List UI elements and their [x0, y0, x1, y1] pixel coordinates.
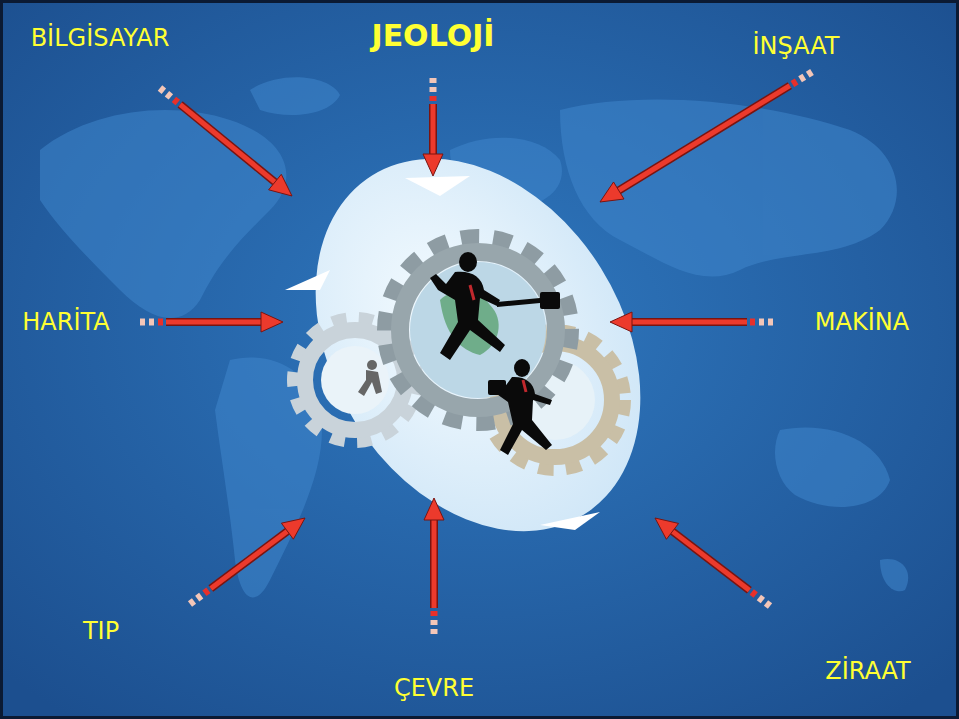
arrow-tail — [431, 629, 438, 634]
arrow-shaft — [180, 104, 275, 182]
field-label: ÇEVRE — [394, 675, 474, 701]
arrow-head — [269, 174, 292, 196]
arrow-tail — [174, 99, 178, 102]
arrow-tail — [752, 592, 756, 595]
arrow-tail — [768, 319, 773, 326]
arrows — [140, 72, 812, 634]
field-label-main: JEOLOJİ — [371, 19, 494, 52]
arrow-shaft — [166, 318, 261, 326]
arrow-tail — [190, 601, 194, 604]
arrow-head — [261, 312, 283, 332]
field-label: İNŞAAT — [752, 33, 839, 59]
arrow-head — [655, 518, 679, 539]
field-label: BİLGİSAYAR — [31, 25, 170, 51]
arrow-shaft — [211, 531, 288, 588]
arrow-tail — [792, 81, 796, 84]
arrow-tail — [158, 319, 163, 326]
arrow-shaft — [619, 86, 790, 191]
center-illustration — [249, 99, 707, 592]
arrow-shaft — [429, 104, 437, 154]
arrow-tail — [140, 319, 145, 326]
arrow-head — [424, 498, 444, 520]
arrow-tail — [430, 78, 437, 83]
background — [3, 3, 956, 716]
arrow-head — [281, 518, 305, 539]
arrow-shaft — [672, 531, 749, 590]
arrow-tail — [204, 590, 208, 593]
arrow-tail — [430, 96, 437, 101]
arrow-head — [423, 154, 443, 176]
field-label: HARİTA — [22, 309, 109, 335]
arrow-tail — [800, 77, 804, 80]
arrow-head — [600, 182, 624, 202]
arrow-tail — [431, 611, 438, 616]
arrow-tail — [149, 319, 154, 326]
arrow-shaft — [632, 318, 747, 326]
arrow-tail — [197, 596, 201, 599]
arrow-head — [610, 312, 632, 332]
arrow-shaft — [619, 86, 790, 191]
arrow-tail — [766, 603, 770, 606]
arrow-shaft — [632, 320, 747, 325]
field-label: TIP — [83, 618, 119, 644]
arrow-shaft — [432, 520, 437, 608]
arrow-shaft — [430, 520, 438, 608]
arrow-tail — [759, 319, 764, 326]
arrow-tail — [430, 87, 437, 92]
arrow-tail — [167, 94, 171, 97]
arrow-shaft — [431, 104, 436, 154]
arrow-tail — [759, 597, 763, 600]
arrow-tail — [808, 72, 812, 75]
arrow-tail — [160, 88, 164, 91]
field-label: ZİRAAT — [825, 658, 911, 684]
arrow-shaft — [211, 531, 288, 588]
arrow-shaft — [166, 320, 261, 325]
world-map — [40, 77, 908, 597]
field-label: MAKİNA — [815, 309, 909, 335]
arrow-tail — [431, 620, 438, 625]
arrow-shaft — [180, 104, 275, 182]
arrow-tail — [750, 319, 755, 326]
arrow-shaft — [672, 531, 749, 590]
